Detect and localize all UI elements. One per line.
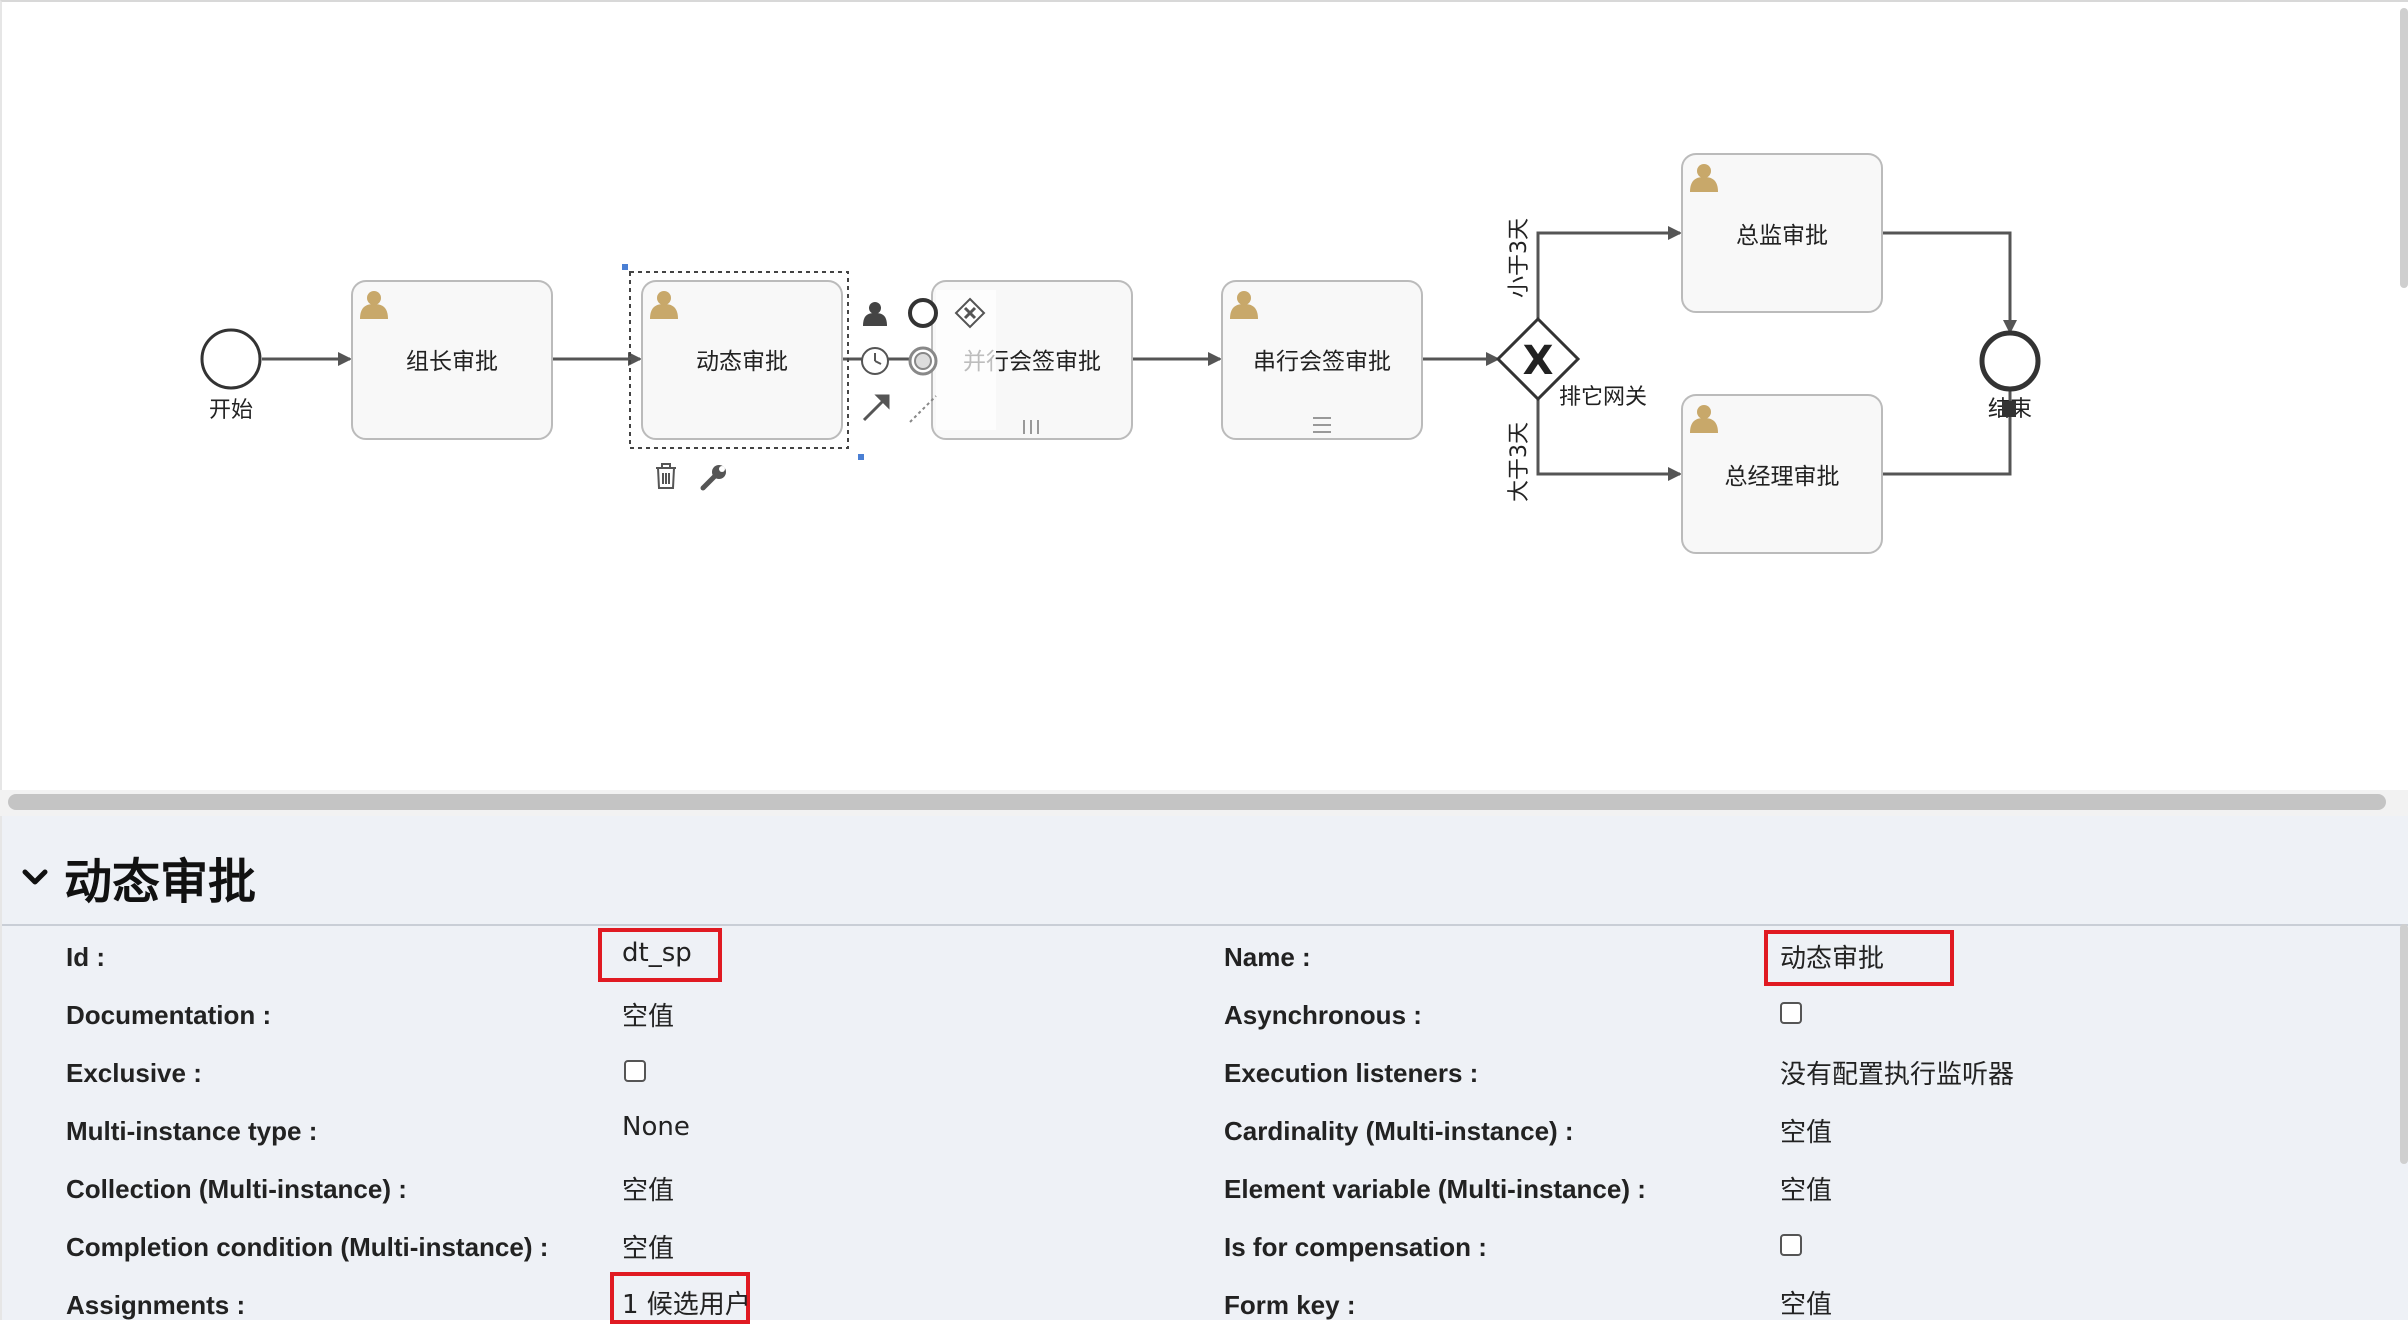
prop-value-id[interactable]: dt_sp [622, 938, 692, 968]
flow-connector-marker [2002, 401, 2016, 417]
prop-label-completion-condition: Completion condition (Multi-instance) : [66, 1232, 549, 1262]
flow-manager-to-end[interactable] [1882, 390, 2012, 476]
task-director-approval[interactable]: 总监审批 [1681, 153, 1883, 313]
task-label: 总监审批 [1736, 223, 1828, 249]
prop-value-multi-instance-type[interactable]: None [622, 1112, 690, 1142]
task-label: 总经理审批 [1725, 464, 1840, 490]
prop-value-collection[interactable]: 空值 [622, 1176, 675, 1206]
task-label: 动态审批 [696, 349, 788, 375]
append-end-event-icon[interactable] [908, 298, 938, 328]
prop-label-exclusive: Exclusive : [66, 1058, 202, 1088]
chevron-down-icon[interactable] [20, 862, 50, 892]
sequence-flows [262, 226, 2017, 481]
gateway-marker: X [1523, 338, 1554, 384]
prop-label-form-key: Form key : [1224, 1290, 1356, 1320]
selection-handle[interactable] [622, 264, 628, 270]
prop-label-id: Id : [66, 942, 105, 972]
prop-label-asynchronous: Asynchronous : [1224, 1000, 1422, 1030]
prop-value-name[interactable]: 动态审批 [1780, 944, 1885, 974]
scrollbar-thumb[interactable] [8, 794, 2386, 810]
sequential-multi-instance-icon [1313, 417, 1331, 433]
prop-label-element-variable: Element variable (Multi-instance) : [1224, 1174, 1646, 1204]
prop-label-collection: Collection (Multi-instance) : [66, 1174, 407, 1204]
properties-header[interactable]: 动态审批 [2, 816, 2408, 926]
flow-gateway-to-manager[interactable] [1536, 399, 1682, 481]
compensation-checkbox[interactable] [1780, 1234, 1802, 1256]
connect-arrow-icon[interactable] [862, 394, 890, 422]
append-timer-event-icon[interactable] [861, 347, 889, 375]
diagram-canvas[interactable]: 开始 组长审批 动态审批 并行会签审批 [0, 0, 2408, 796]
prop-label-multi-instance-type: Multi-instance type : [66, 1116, 318, 1146]
prop-value-execution-listeners[interactable]: 没有配置执行监听器 [1780, 1060, 2015, 1090]
selection-outline [629, 271, 849, 449]
prop-value-documentation[interactable]: 空值 [622, 1002, 675, 1032]
highlight-box [1764, 930, 1954, 986]
context-pad [656, 290, 996, 491]
prop-label-name: Name : [1224, 942, 1311, 972]
parallel-multi-instance-icon [1023, 420, 1039, 434]
prop-value-assignments[interactable]: 1 候选用户 [622, 1290, 751, 1320]
canvas-vertical-scrollbar[interactable] [2400, 8, 2408, 288]
task-serial-approval[interactable]: 串行会签审批 [1221, 280, 1423, 440]
prop-label-documentation: Documentation : [66, 1000, 272, 1030]
gateway-label: 排它网关 [1559, 385, 1647, 410]
task-label: 串行会签审批 [1253, 349, 1391, 375]
append-intermediate-event-icon[interactable] [908, 346, 938, 376]
prop-label-execution-listeners: Execution listeners : [1224, 1058, 1479, 1088]
start-event[interactable]: 开始 [200, 328, 262, 423]
prop-label-assignments: Assignments : [66, 1290, 246, 1320]
properties-title: 动态审批 [64, 854, 257, 910]
end-event[interactable]: 结束 [1979, 330, 2041, 422]
exclusive-checkbox[interactable] [624, 1060, 646, 1082]
prop-value-completion-condition[interactable]: 空值 [622, 1234, 675, 1264]
append-user-task-icon[interactable] [863, 302, 887, 326]
start-event-label: 开始 [209, 398, 253, 423]
prop-label-is-for-compensation: Is for compensation : [1224, 1232, 1487, 1262]
properties-panel: 动态审批 Id : dt_sp Documentation : 空值 Exclu… [0, 816, 2408, 1324]
task-leader-approval[interactable]: 组长审批 [351, 280, 553, 440]
asynchronous-checkbox[interactable] [1780, 1002, 1802, 1024]
task-label: 组长审批 [406, 349, 498, 375]
bpmn-diagram[interactable]: 开始 组长审批 动态审批 并行会签审批 [2, 2, 2408, 798]
properties-vertical-scrollbar[interactable] [2400, 924, 2408, 1164]
wrench-icon[interactable] [700, 465, 726, 491]
branch-label-more: 大于3天 [1507, 422, 1532, 502]
task-dynamic-approval[interactable]: 动态审批 [622, 264, 864, 460]
prop-value-form-key[interactable]: 空值 [1780, 1290, 1833, 1320]
flow-gateway-to-director[interactable] [1536, 226, 1682, 319]
append-gateway-icon[interactable] [954, 297, 986, 329]
selection-handle[interactable] [858, 454, 864, 460]
prop-label-cardinality: Cardinality (Multi-instance) : [1224, 1116, 1574, 1146]
flow-director-to-end[interactable] [1882, 231, 2017, 334]
prop-value-cardinality[interactable]: 空值 [1780, 1118, 1833, 1148]
branch-label-less: 小于3天 [1507, 218, 1532, 298]
trash-icon[interactable] [656, 463, 676, 489]
canvas-horizontal-scrollbar[interactable] [0, 790, 2408, 816]
highlight-box [598, 928, 722, 982]
prop-value-element-variable[interactable]: 空值 [1780, 1176, 1833, 1206]
task-manager-approval[interactable]: 总经理审批 [1681, 394, 1883, 554]
exclusive-gateway[interactable]: X 排它网关 [1495, 316, 1647, 410]
association-icon[interactable] [909, 395, 937, 423]
